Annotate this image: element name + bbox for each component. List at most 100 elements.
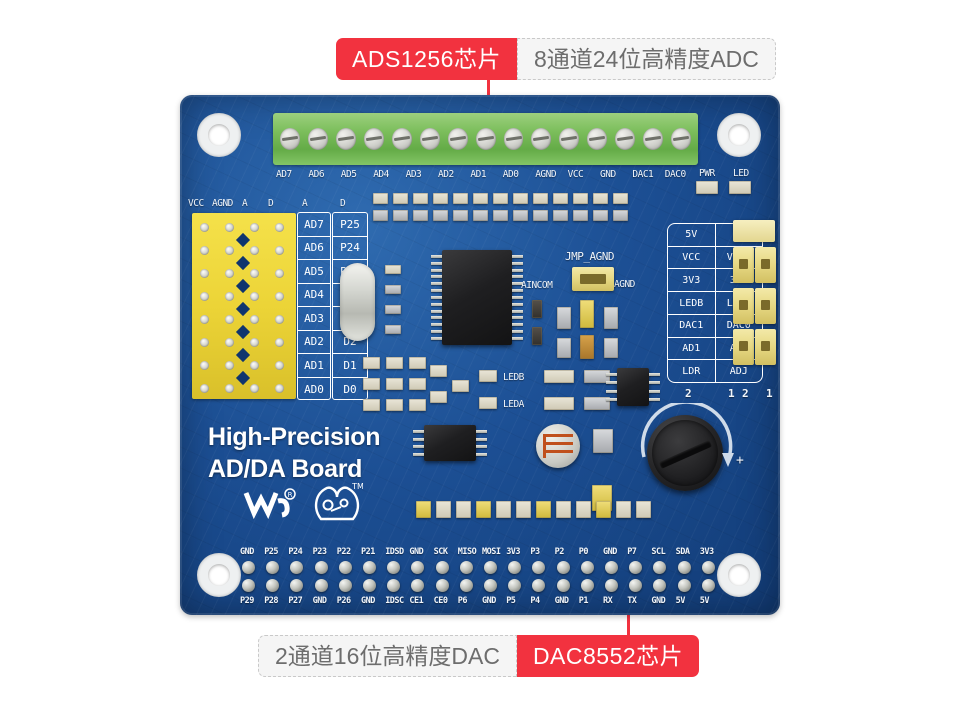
gpio-pin[interactable] [556,561,570,574]
gpio-pin[interactable] [629,579,643,592]
gpio-pin[interactable] [532,561,546,574]
terminal-label: DAC0 [664,169,686,180]
gpio-pin[interactable] [532,579,546,592]
gpio-pin[interactable] [290,579,304,592]
jumper-pin[interactable] [225,223,234,232]
gpio-top-label: GND [603,547,617,557]
jumper-pin[interactable] [225,338,234,347]
jumper-pin[interactable] [200,292,209,301]
smd-component [496,501,511,518]
gpio-pin[interactable] [701,579,715,592]
jumper-pin[interactable] [275,223,284,232]
gpio-pin[interactable] [605,561,618,574]
gpio-pin[interactable] [484,579,497,592]
gpio-pin[interactable] [629,561,643,574]
jumper-pin[interactable] [225,292,234,301]
gpio-pin[interactable] [508,579,522,592]
jumper-header-ad1-ldr[interactable] [733,329,754,365]
gpio-pin[interactable] [338,561,352,574]
smd-resistor [593,210,608,221]
silk-jmp-agnd-label: JMP_AGND [565,250,614,263]
gpio-pin[interactable] [411,579,425,592]
terminal-label: AGND [535,169,557,180]
gpio-pin[interactable] [266,561,280,574]
jumper-pin[interactable] [275,246,284,255]
jumper-pin[interactable] [225,361,234,370]
smd-resistor [473,210,488,221]
jumper-pin[interactable] [250,223,259,232]
jumper-pin[interactable] [250,246,259,255]
gpio-pin[interactable] [459,561,473,574]
gpio-bottom-label: GND [651,596,666,606]
jumper-pin[interactable] [225,269,234,278]
smd-capacitor [580,335,594,359]
ads1256-adc-chip [431,250,523,345]
jumper-header-5v[interactable] [733,220,775,242]
gpio-pin[interactable] [363,561,376,574]
jmp-agnd-jumper[interactable] [572,267,614,291]
jumper-pin[interactable] [200,223,209,232]
gpio-pin[interactable] [338,579,352,592]
right-jumper-cell: DAC0 [726,320,751,332]
smd-resistor [557,338,571,358]
smd-resistor [544,397,574,410]
gpio-pin[interactable] [242,579,255,592]
jumper-pin[interactable] [275,269,284,278]
jumper-pin[interactable] [250,361,259,370]
gpio-pin[interactable] [314,561,328,574]
gpio-pin[interactable] [580,561,594,574]
gpio-pin[interactable] [701,561,715,574]
gpio-pin[interactable] [580,579,594,592]
gpio-pin[interactable] [266,579,280,592]
gpio-top-label: P3 [530,547,540,557]
gpio-pin[interactable] [411,561,425,574]
gpio-pin[interactable] [363,579,376,592]
gpio-pin[interactable] [435,561,449,574]
jumper-pin[interactable] [200,315,209,324]
adjust-potentiometer[interactable] [647,415,723,491]
gpio-pin[interactable] [484,561,497,574]
terminal-screw [419,128,440,150]
jumper-header-leda-dac0[interactable] [755,288,776,324]
jumper-pin[interactable] [225,246,234,255]
jumper-header-vcc-vref[interactable] [733,247,754,283]
jumper-pin[interactable] [275,361,284,370]
gpio-pin[interactable] [556,579,570,592]
jumper-header-ad0-adj[interactable] [755,329,776,365]
jumper-pin[interactable] [250,338,259,347]
gpio-pin[interactable] [242,561,255,574]
jumper-pin[interactable] [275,384,284,393]
jumper-pin[interactable] [275,338,284,347]
jumper-pin[interactable] [250,269,259,278]
jumper-header-ledb-dac1[interactable] [733,288,754,324]
gpio-pin[interactable] [508,561,522,574]
gpio-top-label: SCK [433,547,448,557]
gpio-pin[interactable] [605,579,618,592]
jumper-pin[interactable] [275,315,284,324]
jumper-pin[interactable] [225,384,234,393]
gpio-pin[interactable] [653,579,667,592]
jumper-pin[interactable] [200,246,209,255]
jumper-pin[interactable] [275,292,284,301]
jumper-pin[interactable] [225,315,234,324]
jumper-pin[interactable] [200,338,209,347]
jumper-pin[interactable] [250,384,259,393]
jumper-pin[interactable] [200,269,209,278]
gpio-top-label: GND [240,547,254,557]
gpio-pin[interactable] [677,579,691,592]
jumper-pin[interactable] [200,361,209,370]
jumper-pin[interactable] [200,384,209,393]
gpio-pin[interactable] [290,561,304,574]
jumper-analog-label: AD6 [298,237,330,260]
jumper-pin[interactable] [250,315,259,324]
gpio-pin[interactable] [459,579,473,592]
gpio-pin[interactable] [677,561,691,574]
gpio-pin[interactable] [435,579,449,592]
smd-component [576,501,591,518]
jumper-header-3v3[interactable] [755,247,776,283]
gpio-pin[interactable] [653,561,667,574]
gpio-pin[interactable] [387,561,401,574]
gpio-pin[interactable] [387,579,401,592]
gpio-pin[interactable] [314,579,328,592]
jumper-pin[interactable] [250,292,259,301]
